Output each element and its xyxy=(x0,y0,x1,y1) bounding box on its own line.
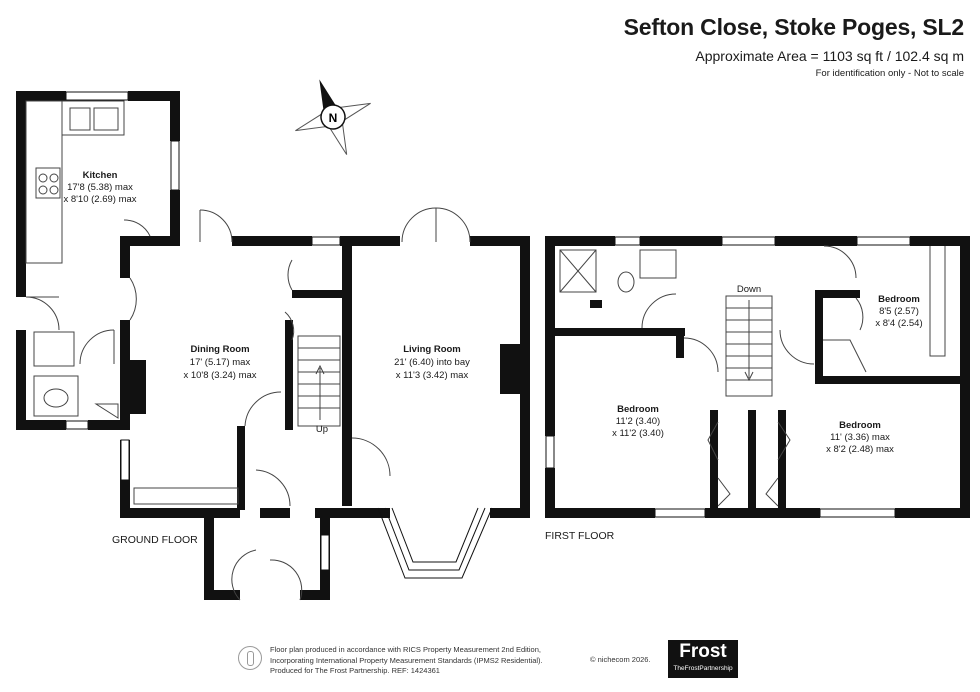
compass-letter: N xyxy=(329,111,338,125)
room-label-dining: Dining Room 17' (5.17) max x 10'8 (3.24)… xyxy=(183,344,256,381)
room-label-kitchen: Kitchen 17'8 (5.38) max x 8'10 (2.69) ma… xyxy=(63,170,136,205)
logo-sub-text: TheFrostPartnership xyxy=(673,665,733,672)
first-floor-label: FIRST FLOOR xyxy=(545,530,615,542)
svg-text:x 8'2 (2.48) max: x 8'2 (2.48) max xyxy=(826,444,894,455)
svg-text:11' (3.36) max: 11' (3.36) max xyxy=(830,432,890,443)
svg-text:Kitchen: Kitchen xyxy=(83,170,118,181)
footer-line-1: Floor plan produced in accordance with R… xyxy=(270,645,541,654)
property-title: Sefton Close, Stoke Poges, SL2 xyxy=(623,14,965,40)
footer-text: Floor plan produced in accordance with R… xyxy=(270,645,543,677)
ground-floor-windows xyxy=(65,91,341,571)
stairs-down-label: Down xyxy=(737,284,761,295)
footer-credit: © nichecom 2026. xyxy=(590,655,651,664)
svg-text:Living Room: Living Room xyxy=(403,344,461,355)
eco-badge-icon xyxy=(238,646,262,670)
first-floor-windows xyxy=(545,236,911,518)
svg-text:x 8'10 (2.69) max: x 8'10 (2.69) max xyxy=(63,194,136,205)
svg-text:x 8'4 (2.54): x 8'4 (2.54) xyxy=(875,318,922,329)
svg-text:x 11'2 (3.40): x 11'2 (3.40) xyxy=(612,428,664,439)
room-label-bedroom-2: Bedroom 11' (3.36) max x 8'2 (2.48) max xyxy=(826,420,894,455)
footer-line-2: Incorporating International Property Mea… xyxy=(270,655,543,665)
svg-text:x 10'8 (3.24) max: x 10'8 (3.24) max xyxy=(183,370,256,381)
svg-text:11'2 (3.40): 11'2 (3.40) xyxy=(616,416,660,427)
first-floor-walls xyxy=(545,236,970,518)
svg-text:17'8 (5.38) max: 17'8 (5.38) max xyxy=(67,182,133,193)
svg-text:x 11'3 (3.42) max: x 11'3 (3.42) max xyxy=(396,370,469,381)
svg-text:Bedroom: Bedroom xyxy=(878,294,920,305)
svg-text:Bedroom: Bedroom xyxy=(839,420,881,431)
ground-floor-label: GROUND FLOOR xyxy=(112,534,198,546)
svg-text:Bedroom: Bedroom xyxy=(617,404,659,415)
svg-text:Dining Room: Dining Room xyxy=(190,344,249,355)
room-label-bedroom-3: Bedroom 8'5 (2.57) x 8'4 (2.54) xyxy=(875,294,922,329)
room-label-living: Living Room 21' (6.40) into bay x 11'3 (… xyxy=(394,344,470,381)
svg-text:21' (6.40) into bay: 21' (6.40) into bay xyxy=(394,357,470,368)
disclaimer-note: For identification only - Not to scale xyxy=(815,68,964,79)
frost-logo: Frost TheFrostPartnership xyxy=(668,640,738,678)
approximate-area: Approximate Area = 1103 sq ft / 102.4 sq… xyxy=(695,48,964,64)
ground-floor-walls xyxy=(16,91,530,600)
logo-main-text: Frost xyxy=(679,641,727,662)
ground-fixtures xyxy=(25,100,471,601)
svg-text:8'5 (2.57): 8'5 (2.57) xyxy=(879,306,919,317)
compass-icon xyxy=(295,79,371,155)
svg-text:17' (5.17) max: 17' (5.17) max xyxy=(190,357,251,368)
first-fixtures xyxy=(559,245,946,507)
bay-window xyxy=(377,507,493,579)
footer-line-3: Produced for The Frost Partnership. REF:… xyxy=(270,666,440,675)
room-label-bedroom-1: Bedroom 11'2 (3.40) x 11'2 (3.40) xyxy=(612,404,664,439)
stairs-up-label: Up xyxy=(316,424,328,435)
